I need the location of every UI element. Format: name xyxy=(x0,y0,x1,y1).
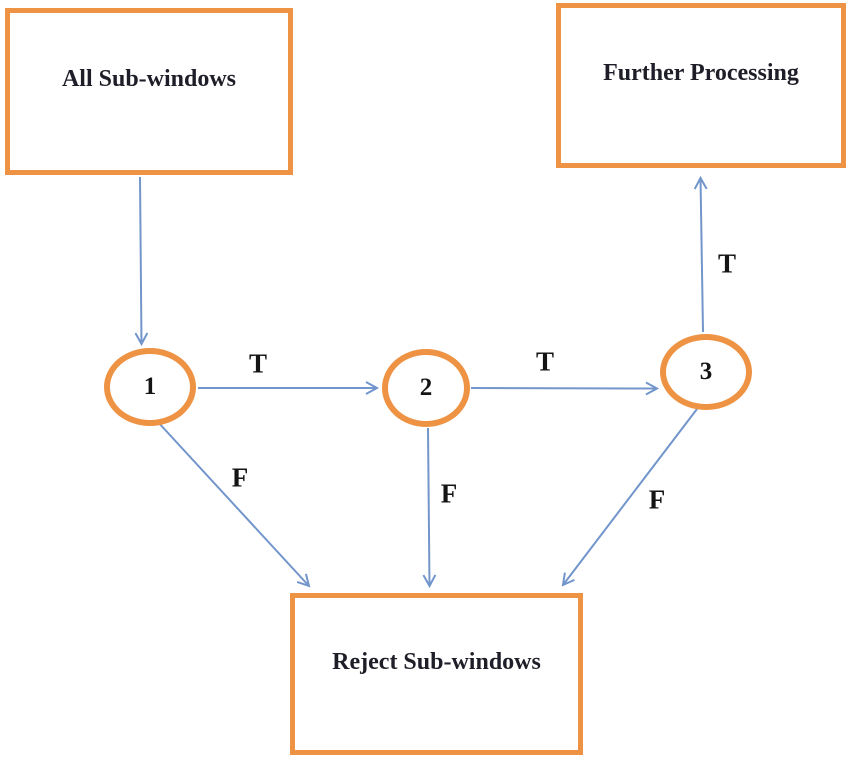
edge-label-false-3: F xyxy=(648,484,666,515)
node-stage-3-label: 3 xyxy=(699,358,713,385)
edge-stage3-to-reject xyxy=(561,408,698,587)
box-reject-subwindows: Reject Sub-windows xyxy=(290,593,583,755)
node-stage-1-label: 1 xyxy=(143,373,157,400)
edge-stage2-to-reject xyxy=(422,427,437,589)
edge-all-to-stage1 xyxy=(134,176,149,347)
node-stage-2: 2 xyxy=(382,349,470,427)
edge-stage1-to-reject xyxy=(156,420,311,588)
edge-label-true-3: T xyxy=(717,248,737,279)
node-stage-1: 1 xyxy=(104,348,196,426)
box-all-subwindows: All Sub-windows xyxy=(5,8,293,175)
box-further-processing: Further Processing xyxy=(556,3,846,168)
node-stage-3: 3 xyxy=(660,334,752,410)
edge-label-true-1: T xyxy=(248,348,268,379)
edge-label-false-1: F xyxy=(231,462,249,493)
edge-stage2-to-stage3 xyxy=(470,381,660,396)
box-all-subwindows-label: All Sub-windows xyxy=(61,66,237,92)
edge-label-false-2: F xyxy=(440,478,458,509)
box-further-processing-label: Further Processing xyxy=(603,60,799,86)
box-reject-subwindows-label: Reject Sub-windows xyxy=(332,648,541,675)
edge-label-true-2: T xyxy=(535,346,555,377)
edge-stage3-to-further xyxy=(693,175,708,333)
node-stage-2-label: 2 xyxy=(419,374,433,401)
